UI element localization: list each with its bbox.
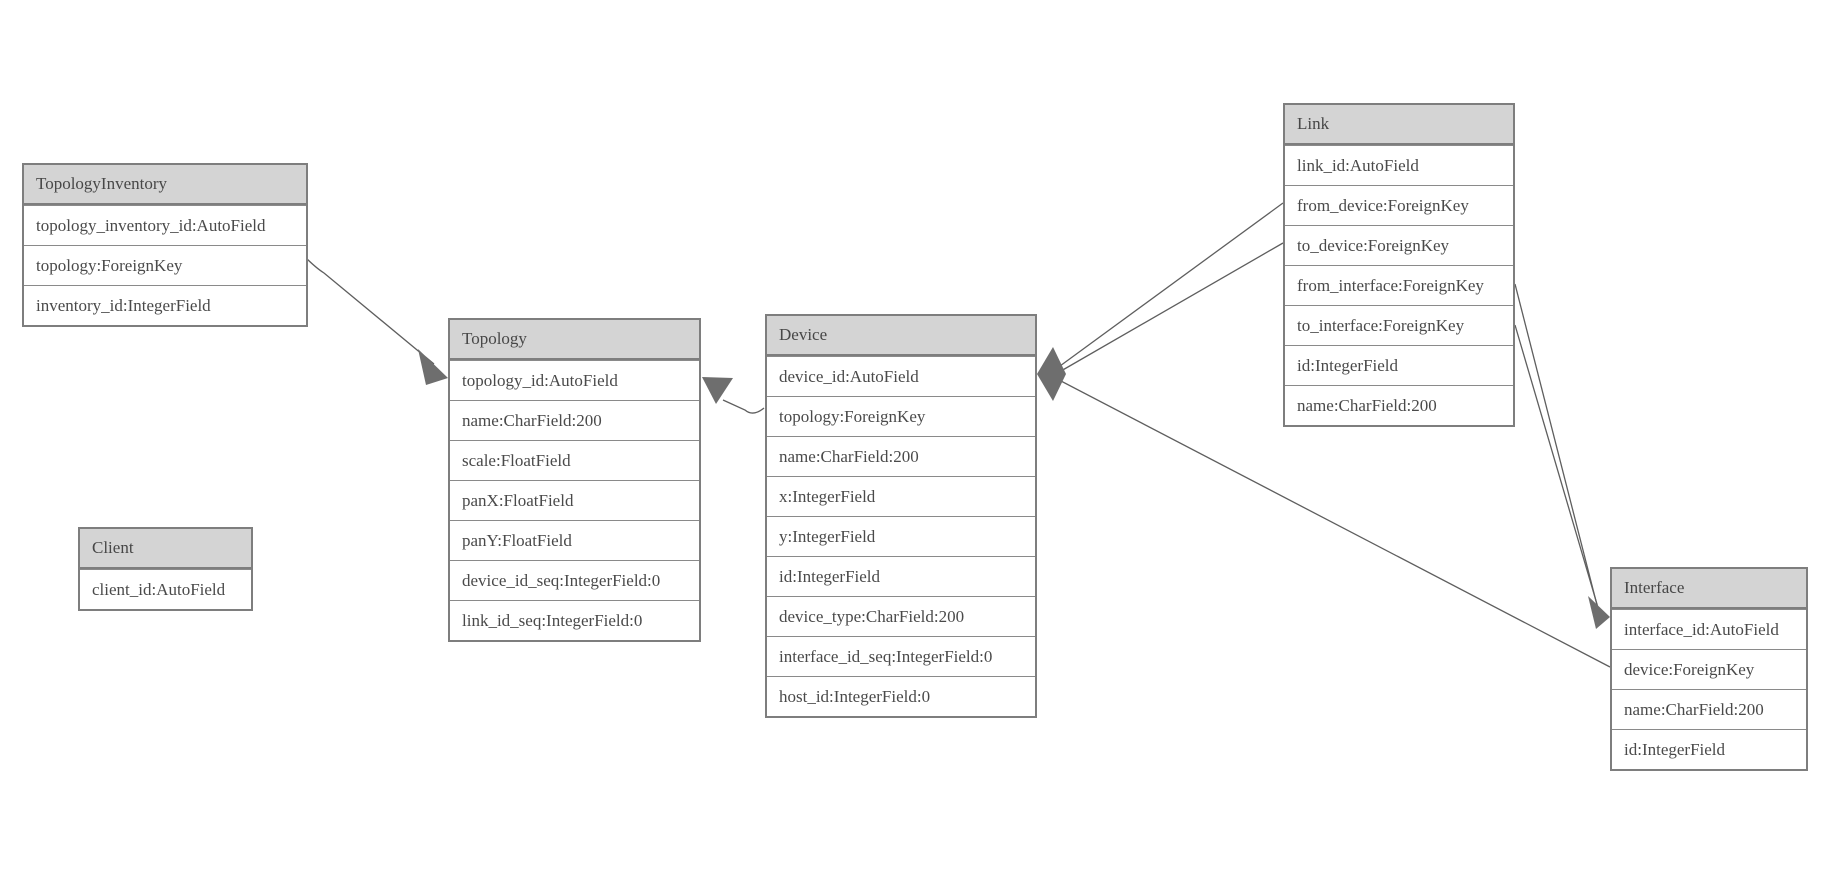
field-row-device: interface_id_seq:IntegerField:0 bbox=[767, 636, 1035, 676]
entity-title: Client bbox=[80, 529, 251, 569]
field-row-interface: interface_id:AutoField bbox=[1612, 609, 1806, 649]
field-row-device: id:IntegerField bbox=[767, 556, 1035, 596]
relation-line-topologyinventory-topology bbox=[303, 255, 435, 365]
entity-title: Interface bbox=[1612, 569, 1806, 609]
field-row-topology: panX:FloatField bbox=[450, 480, 699, 520]
entity-title: TopologyInventory bbox=[24, 165, 306, 205]
field-row-device: name:CharField:200 bbox=[767, 436, 1035, 476]
entity-title: Link bbox=[1285, 105, 1513, 145]
relation-line-link-to_interface bbox=[1514, 324, 1600, 612]
field-row-topology: device_id_seq:IntegerField:0 bbox=[450, 560, 699, 600]
entity-title: Device bbox=[767, 316, 1035, 356]
relation-line-link-from_interface bbox=[1514, 283, 1598, 606]
field-row-link: to_interface:ForeignKey bbox=[1285, 305, 1513, 345]
entity-topology-inventory: TopologyInventory topology_inventory_id:… bbox=[22, 163, 308, 327]
field-row-link: link_id:AutoField bbox=[1285, 145, 1513, 185]
field-row-client: client_id:AutoField bbox=[80, 569, 251, 609]
field-row-device: device_type:CharField:200 bbox=[767, 596, 1035, 636]
field-row-device: device_id:AutoField bbox=[767, 356, 1035, 396]
arrowhead-topology-left-edge bbox=[418, 349, 448, 385]
arrowhead-interface-left-edge bbox=[1588, 596, 1610, 629]
field-row-interface: id:IntegerField bbox=[1612, 729, 1806, 769]
arrowhead-topology-right-edge bbox=[702, 377, 733, 404]
field-row-link: name:CharField:200 bbox=[1285, 385, 1513, 425]
field-row-interface: name:CharField:200 bbox=[1612, 689, 1806, 729]
field-row-device: host_id:IntegerField:0 bbox=[767, 676, 1035, 716]
field-row-topology: name:CharField:200 bbox=[450, 400, 699, 440]
field-row-topology: panY:FloatField bbox=[450, 520, 699, 560]
field-row-topology-inventory: topology:ForeignKey bbox=[24, 245, 306, 285]
arrowhead-device-right-edge bbox=[1037, 347, 1066, 401]
field-row-topology-inventory: inventory_id:IntegerField bbox=[24, 285, 306, 325]
relation-line-link-to_device bbox=[1060, 242, 1284, 372]
field-row-link: from_device:ForeignKey bbox=[1285, 185, 1513, 225]
entity-client: Client client_id:AutoField bbox=[78, 527, 253, 611]
field-row-topology: scale:FloatField bbox=[450, 440, 699, 480]
field-row-device: x:IntegerField bbox=[767, 476, 1035, 516]
field-row-link: id:IntegerField bbox=[1285, 345, 1513, 385]
field-row-link: to_device:ForeignKey bbox=[1285, 225, 1513, 265]
entity-title: Topology bbox=[450, 320, 699, 360]
field-row-link: from_interface:ForeignKey bbox=[1285, 265, 1513, 305]
field-row-device: topology:ForeignKey bbox=[767, 396, 1035, 436]
field-row-topology: link_id_seq:IntegerField:0 bbox=[450, 600, 699, 640]
relation-line-device-topology bbox=[722, 399, 765, 414]
field-row-device: y:IntegerField bbox=[767, 516, 1035, 556]
field-row-topology: topology_id:AutoField bbox=[450, 360, 699, 400]
field-row-interface: device:ForeignKey bbox=[1612, 649, 1806, 689]
field-row-topology-inventory: topology_inventory_id:AutoField bbox=[24, 205, 306, 245]
relation-line-link-from_device bbox=[1059, 202, 1284, 367]
